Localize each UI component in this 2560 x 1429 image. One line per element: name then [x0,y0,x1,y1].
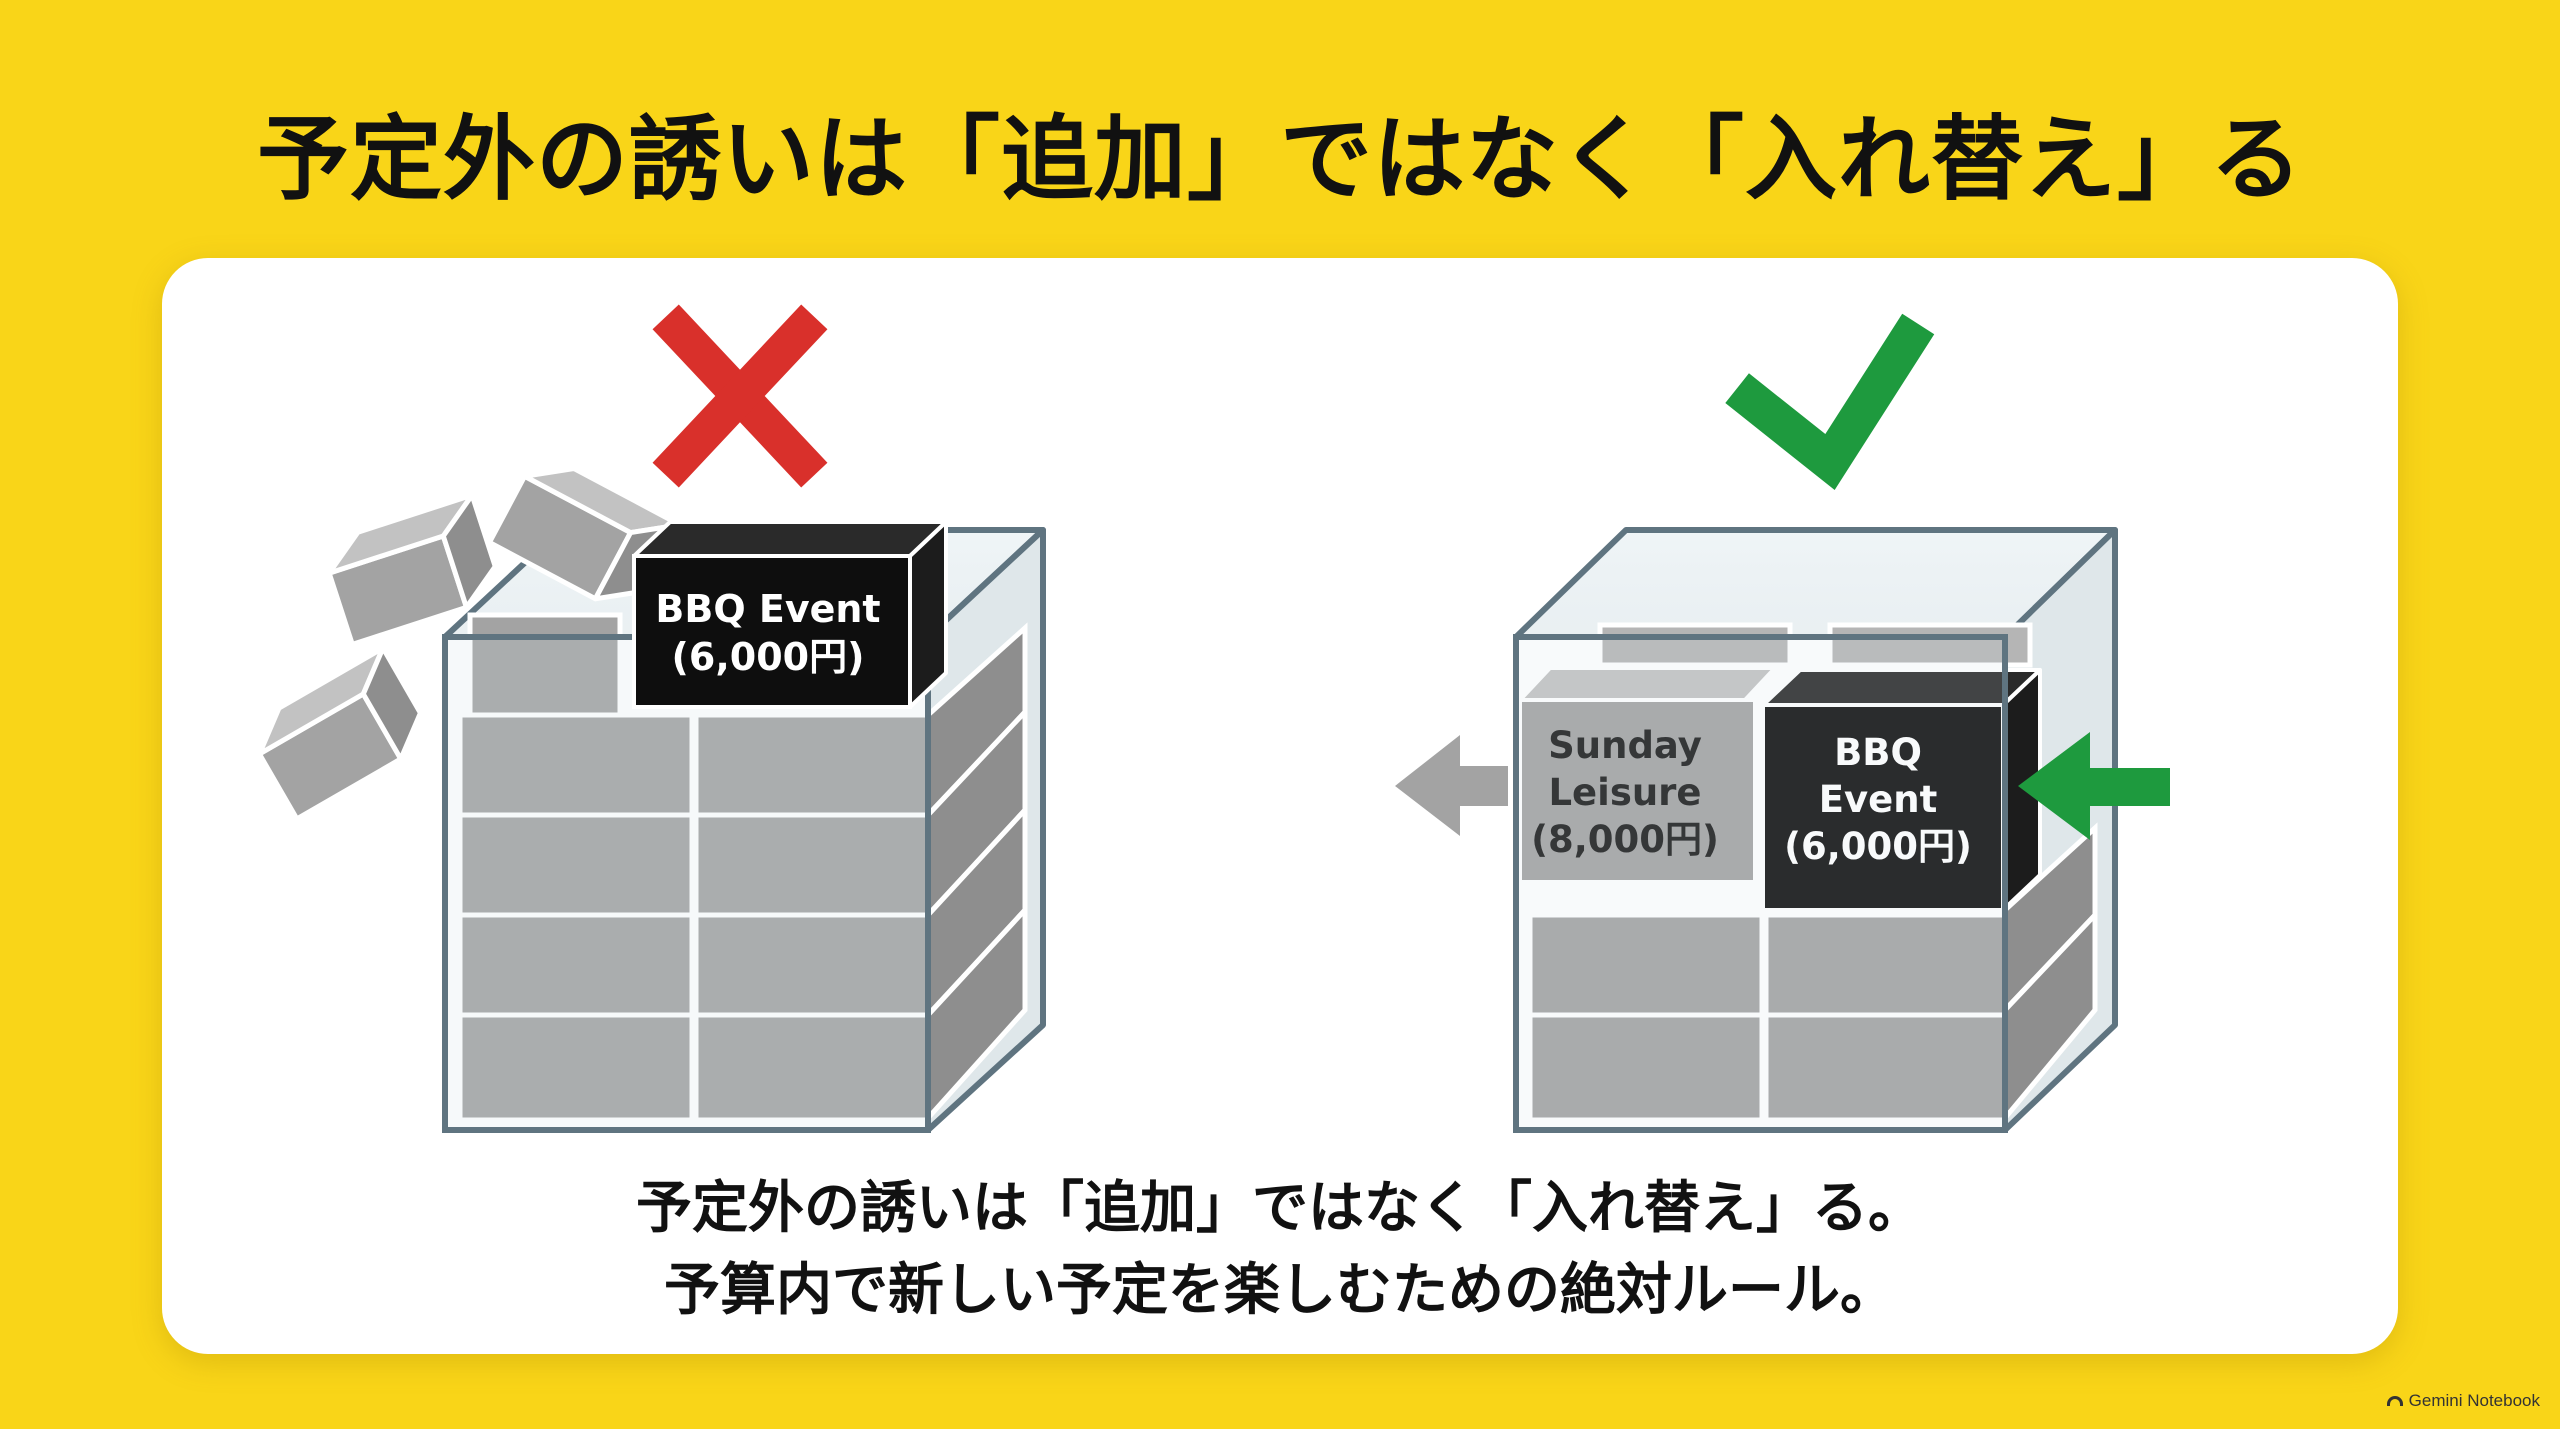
arrow-in-icon [2018,732,2170,840]
right-block-stack [1527,822,2098,1125]
page-title: 予定外の誘いは「追加」ではなく「入れ替え」る [256,106,2303,213]
watermark-text: Gemini Notebook [2408,1391,2540,1410]
caption: 予定外の誘いは「追加」ではなく「入れ替え」る。 予算内で新しい予定を楽しむための… [162,1168,2398,1332]
right-glass-front [1513,634,2008,1133]
watermark: Gemini Notebook [2386,1391,2540,1411]
overflow-blocks [256,466,683,822]
right-bbq-label-line2: Event [1819,778,1938,821]
red-cross-icon [652,304,828,488]
left-block-stack [457,612,1028,1125]
arrow-out-icon [1395,735,1508,836]
gemini-logo-icon [2386,1396,2403,1406]
caption-line2: 予算内で新しい予定を楽しむための絶対ルール。 [664,1258,1896,1323]
right-bbq-event-box: BBQ Event (6,000円) [1761,668,2042,912]
left-bbq-label-line1: BBQ Event [655,587,880,631]
caption-line1: 予定外の誘いは「追加」ではなく「入れ替え」る。 [636,1176,1924,1241]
sunday-label-line2: Leisure [1548,771,1701,814]
right-scene: Sunday Leisure (8,000円) BBQ Event (6,000… [1395,313,2170,1133]
right-bbq-label-line1: BBQ [1834,731,1922,774]
left-scene: BBQ Event (6,000円) [256,304,1046,1133]
left-bbq-event-box: BBQ Event (6,000円) [632,520,948,709]
sunday-label-line3: (8,000円) [1531,818,1719,861]
sunday-leisure-box: Sunday Leisure (8,000円) [1518,666,1777,884]
left-bbq-label-line2: (6,000円) [672,635,865,679]
green-check-icon [1725,313,1935,490]
right-bbq-label-line3: (6,000円) [1784,825,1972,868]
left-glass-front [442,634,931,1133]
right-back-blocks [1597,622,2033,668]
sunday-label-line1: Sunday [1548,724,1702,767]
